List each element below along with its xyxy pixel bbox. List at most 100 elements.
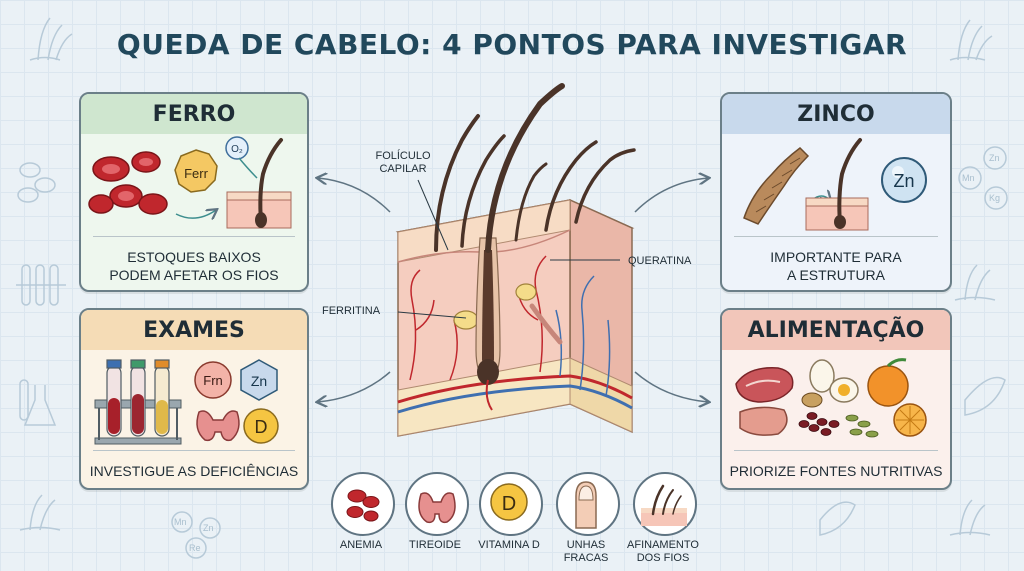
bg-hair-icon-bottom-left: [19, 494, 61, 531]
bg-zn2-text: Zn: [203, 523, 214, 533]
thinning-hair-icon: [641, 484, 687, 526]
zinco-caption-line1: IMPORTANTE PARA: [770, 249, 902, 265]
bg-hair-icon-bottom-right: [949, 499, 991, 536]
card-ferro-title: FERRO: [81, 94, 307, 134]
label-queratina: QUERATINA: [628, 255, 692, 267]
zinco-illustration: Zn: [743, 138, 927, 231]
zn-badge-text: Zn: [893, 171, 914, 191]
alimentacao-illustration: [735, 358, 927, 438]
ferro-illustration: Ferr O₂: [88, 136, 292, 229]
fish-fillet-icon: [739, 406, 788, 436]
d-badge-text: D: [255, 417, 268, 437]
ferritin-badge-icon: [174, 149, 218, 193]
bg-leaf-right: [964, 376, 1006, 416]
card-alimentacao: ALIMENTAÇÃO PRIORIZE FONTES NUTRITIVAS: [720, 308, 952, 490]
zn-test-badge-text: Zn: [251, 373, 267, 389]
leader-line-ferritina: [397, 311, 467, 319]
seeds-icon: [845, 414, 879, 438]
card-ferro: FERRO Ferr O₂ ESTOQUES BAIXO: [79, 92, 309, 292]
bg-hair-icon-top-right: [949, 19, 993, 61]
hair-bulb: [477, 359, 499, 385]
alimentacao-separator: [734, 450, 938, 451]
ferr-badge-text: Ferr: [184, 166, 209, 181]
bg-zn-text: Zn: [989, 153, 1000, 163]
page-title: QUEDA DE CABELO: 4 PONTOS PARA INVESTIGA…: [116, 28, 908, 61]
thyroid-icon: [196, 410, 240, 442]
hair-strand: [514, 162, 548, 242]
ferro-caption-line2: PODEM AFETAR OS FIOS: [109, 267, 279, 283]
ferritin-test-badge-icon: [194, 361, 232, 399]
alimentacao-caption: PRIORIZE FONTES NUTRITIVAS: [729, 463, 943, 479]
arrow-to-zinco: [634, 178, 708, 213]
vitamin-d-icon: D: [490, 483, 528, 521]
hair-strand: [544, 140, 598, 232]
bg-leaf-bottom-right: [819, 501, 856, 536]
bg-flask-left: [19, 379, 57, 426]
bottom-label-afinamento-line1: AFINAMENTO: [627, 539, 699, 551]
card-exames: EXAMES Frn Zn: [79, 308, 309, 490]
sebaceous-gland: [453, 310, 479, 330]
label-ferritina: FERRITINA: [322, 305, 381, 317]
bottom-icon-unhas: [556, 472, 620, 536]
hair-strand-icon: [837, 138, 862, 226]
bottom-label-afinamento-line2: DOS FIOS: [636, 552, 690, 564]
card-alimentacao-title: ALIMENTAÇÃO: [722, 310, 950, 350]
bottom-icon-tireoide: [405, 472, 469, 536]
hair-follicle-diagram: [395, 83, 636, 437]
hair-strand: [460, 134, 506, 248]
arrector-pili-muscle: [529, 303, 563, 345]
red-blood-cell-icon: [138, 193, 168, 215]
nut-icon: [801, 392, 823, 408]
bg-kg-text: Kg: [989, 193, 1000, 203]
exames-separator: [93, 450, 295, 451]
orange-icon: [867, 365, 909, 407]
bottom-label-unhas-line1: UNHAS: [566, 539, 606, 551]
anemia-icon: [346, 489, 380, 522]
card-exames-title: EXAMES: [81, 310, 307, 350]
hair-strand-icon: [258, 138, 283, 224]
o2-text: O₂: [231, 144, 243, 155]
ferro-caption-line1: ESTOQUES BAIXOS: [127, 249, 261, 265]
bottom-icon-afinamento: [633, 472, 697, 536]
oxygen-bubble-icon: [225, 136, 249, 160]
card-zinco: ZINCO Zn IMPORTANTE PARA A ESTRUTURA: [720, 92, 952, 292]
bg-hair-icon-right-mid: [954, 264, 996, 301]
hair-strand: [434, 114, 480, 252]
bg-hair-icon-top-left: [29, 17, 73, 61]
exames-caption: INVESTIGUE AS DEFICIÊNCIAS: [89, 463, 299, 479]
bottom-label-vitamina-d: VITAMINA D: [478, 539, 540, 551]
bg-mn-text: Mn: [962, 173, 975, 183]
egg-icon: [809, 359, 835, 393]
card-zinco-title: ZINCO: [722, 94, 950, 134]
bottom-label-unhas-line2: FRACAS: [563, 552, 609, 564]
label-folliculo-line2: CAPILAR: [379, 163, 427, 175]
arrow-to-exames: [318, 371, 391, 402]
red-meat-icon: [735, 367, 794, 403]
bg-re-text: Re: [189, 543, 201, 553]
beans-icon: [798, 412, 840, 436]
bg-test-tubes-left: [16, 264, 66, 306]
bottom-icon-anemia: [331, 472, 395, 536]
hair-strand: [574, 148, 636, 224]
zinco-separator: [734, 236, 938, 237]
fingernail-icon: [575, 481, 597, 529]
arrow-to-ferro: [318, 178, 391, 213]
vitamin-d-glyph: D: [502, 493, 516, 515]
leader-line-folliculo: [417, 179, 449, 251]
ferro-separator: [93, 236, 295, 237]
thyroid-icon: [418, 492, 456, 524]
hair-strand-main: [485, 83, 565, 253]
exames-illustration: Frn Zn D: [94, 359, 279, 445]
vitamin-d-badge-icon: [243, 408, 279, 444]
bottom-icon-vitamina-d: D: [479, 472, 543, 536]
zinco-caption-line2: A ESTRUTURA: [786, 267, 885, 283]
zinc-test-badge-icon: [240, 359, 278, 401]
bg-cells-left: [17, 162, 56, 203]
bottom-label-tireoide: TIREOIDE: [409, 539, 461, 551]
red-blood-cell-icon: [88, 194, 114, 214]
frn-badge-text: Frn: [203, 373, 223, 388]
bottom-label-anemia: ANEMIA: [339, 539, 383, 551]
arrow-to-alimentacao: [634, 371, 708, 402]
